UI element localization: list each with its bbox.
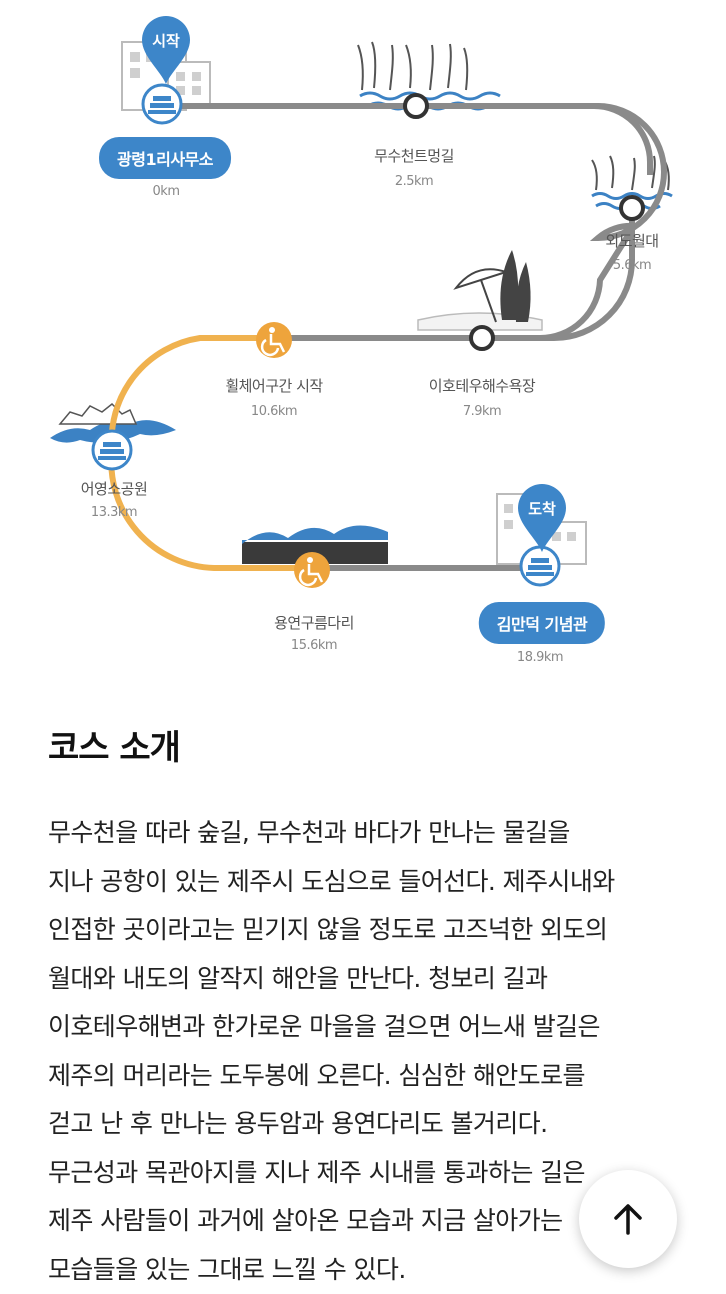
arrow-up-icon bbox=[614, 1204, 642, 1235]
stop-distance-5: 10.6km bbox=[250, 404, 298, 419]
intro-line: 인접한 곳이라고는 믿기지 않을 정도로 고즈넉한 외도의 bbox=[48, 915, 608, 944]
route-orange-segment bbox=[108, 335, 312, 571]
intro-line: 무근성과 목관아지를 지나 제주 시내를 통과하는 길은 bbox=[48, 1157, 585, 1187]
stop-distance-1: 0km bbox=[152, 184, 180, 199]
stop-distance-4: 7.9km bbox=[462, 404, 502, 419]
stop-marker-4 bbox=[469, 325, 495, 351]
stop-marker-1 bbox=[141, 83, 183, 125]
stop-name-2: 무수천트멍길 bbox=[374, 147, 454, 165]
course-intro-text: 무수천을 따라 숲길, 무수천과 바다가 만나는 물길을 지나 공항이 있는 제… bbox=[48, 809, 688, 1294]
stop-marker-2 bbox=[403, 93, 429, 119]
intro-line: 이호테우해변과 한가로운 마을을 걸으면 어느새 발길은 bbox=[48, 1012, 601, 1041]
intro-line: 무수천을 따라 숲길, 무수천과 바다가 만나는 물길을 bbox=[48, 818, 570, 847]
stop-name-6: 어영소공원 bbox=[80, 480, 148, 498]
stop-distance-8: 18.9km bbox=[516, 650, 564, 665]
route-gray-curve-2 bbox=[272, 208, 635, 341]
intro-line: 제주 사람들이 과거에 살아온 모습과 지금 살아가는 bbox=[48, 1206, 563, 1235]
stop-marker-6 bbox=[91, 429, 133, 471]
stop-distance-3: 5.6km bbox=[612, 258, 652, 273]
course-map: 시작 도착 광령1리사무소 0km 무수천트멍길 2.5km 외도월대 5.6k… bbox=[50, 16, 673, 665]
beach-illustration bbox=[417, 250, 543, 331]
wheelchair-icon bbox=[294, 552, 330, 588]
start-badge: 시작 bbox=[152, 32, 180, 50]
stop-name-3: 외도월대 bbox=[605, 232, 659, 250]
course-route-diagram bbox=[50, 16, 673, 588]
stop-marker-8 bbox=[519, 545, 561, 587]
stop-distance-2: 2.5km bbox=[394, 174, 434, 189]
intro-line: 월대와 내도의 알작지 해안을 만난다. 청보리 길과 bbox=[48, 963, 548, 993]
route-gray-curve bbox=[162, 103, 653, 175]
course-intro-heading: 코스 소개 bbox=[48, 728, 181, 768]
course-intro-section: 코스 소개 무수천을 따라 숲길, 무수천과 바다가 만나는 물길을 지나 공항… bbox=[48, 720, 688, 1294]
stop-name-8: 김만덕 기념관 bbox=[478, 602, 606, 644]
end-pin bbox=[518, 484, 566, 552]
stop-name-1: 광령1리사무소 bbox=[99, 137, 231, 179]
intro-line: 모습들을 있는 그대로 느낄 수 있다. bbox=[48, 1254, 406, 1284]
start-pin bbox=[142, 16, 190, 84]
wheelchair-icon bbox=[256, 322, 292, 358]
stop-distance-6: 13.3km bbox=[90, 505, 138, 520]
reeds-illustration-2 bbox=[591, 155, 670, 191]
stop-name-5: 휠체어구간 시작 bbox=[225, 377, 323, 395]
route-gray-segment-1 bbox=[162, 103, 667, 341]
stop-name-7: 용연구름다리 bbox=[274, 614, 354, 632]
stop-distance-7: 15.6km bbox=[290, 638, 338, 653]
reeds-illustration bbox=[357, 41, 469, 91]
end-badge: 도착 bbox=[528, 500, 556, 518]
intro-line: 걷고 난 후 만나는 용두암과 용연다리도 볼거리다. bbox=[48, 1109, 548, 1138]
back-to-top-button[interactable] bbox=[579, 1170, 677, 1268]
stop-marker-3 bbox=[619, 195, 645, 221]
intro-line: 제주의 머리라는 도두봉에 오른다. 심심한 해안도로를 bbox=[48, 1060, 585, 1090]
stop-name-4: 이호테우해수욕장 bbox=[428, 377, 536, 395]
intro-line: 지나 공항이 있는 제주시 도심으로 들어선다. 제주시내와 bbox=[48, 866, 615, 896]
